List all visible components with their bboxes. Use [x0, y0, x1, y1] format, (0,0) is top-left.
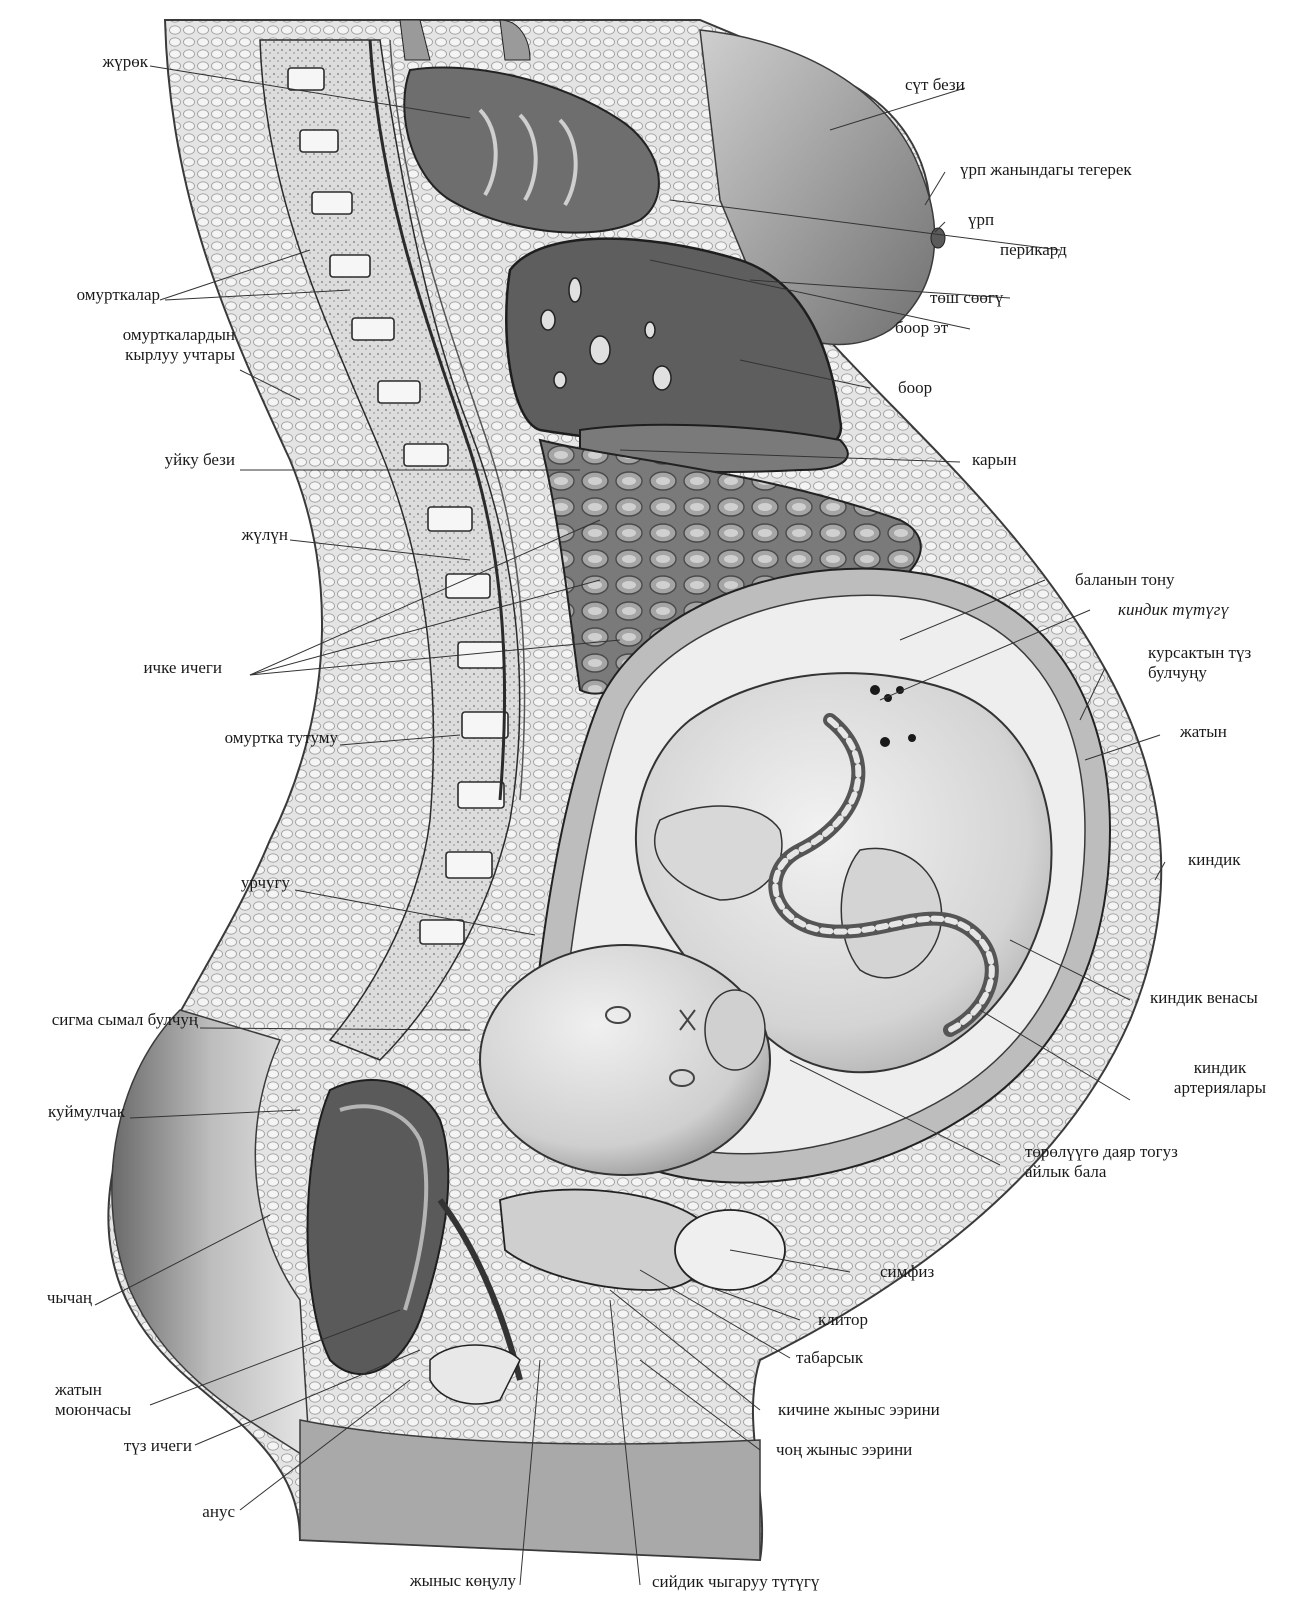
label-sigmoid: сигма сымал булчуң	[20, 1010, 198, 1030]
label-diaphragm: боор эт	[895, 318, 995, 338]
label-umbilical-vein: киндик венасы	[1150, 988, 1290, 1008]
label-pancreas: уйку бези	[100, 450, 235, 470]
label-nipple: үрп	[968, 210, 1028, 230]
label-navel: киндик	[1188, 850, 1278, 870]
label-ovary: урчугу	[190, 873, 290, 893]
label-pericardium: перикард	[1000, 240, 1120, 260]
label-placenta: баланын тону	[1075, 570, 1215, 590]
label-vagina: жыныс көңулу	[340, 1571, 516, 1591]
label-rectum: түз ичеги	[80, 1436, 192, 1456]
label-sternum: төш сөөгү	[930, 288, 1040, 308]
label-symphysis: симфиз	[880, 1262, 970, 1282]
label-umbilical-arteries: киндик артериялары	[1150, 1058, 1290, 1098]
label-urethra: сийдик чыгаруу түтүгү	[652, 1572, 882, 1592]
label-coccyx: чычаң	[10, 1288, 92, 1308]
label-stomach: карын	[972, 450, 1052, 470]
label-fetus: төрөлүүгө даяр тогуз айлык бала	[1025, 1142, 1245, 1182]
label-labia-majora: чоң жыныс ээрини	[776, 1440, 976, 1460]
label-anus: анус	[160, 1502, 235, 1522]
label-spinal-column: омуртка тутуму	[160, 728, 338, 748]
label-small-intestine: ичке ичеги	[100, 658, 222, 678]
label-umbilical-cord: киндик түтүгү	[1118, 600, 1258, 620]
label-cervix: жатын моюнчасы	[55, 1380, 155, 1420]
label-spinous-processes: омурткалардын кырлуу учтары	[40, 325, 235, 365]
label-rectus-abdominis: курсактын түз булчуңу	[1148, 643, 1288, 683]
label-bladder: табарсык	[796, 1348, 896, 1368]
label-mammary-gland: сүт бези	[905, 75, 1045, 95]
label-uterus: жатын	[1180, 722, 1260, 742]
label-sacrum: куймулчак	[10, 1102, 125, 1122]
label-spinal-cord: жүлүн	[180, 525, 288, 545]
label-areola: үрп жанындагы тегерек	[960, 160, 1190, 180]
label-clitoris: клитор	[818, 1310, 898, 1330]
label-vertebrae: омурткалар	[20, 285, 160, 305]
label-liver: боор	[898, 378, 978, 398]
label-labia-minora: кичине жыныс ээрини	[778, 1400, 998, 1420]
nipple	[931, 228, 945, 248]
label-heart: жүрөк	[40, 52, 148, 72]
